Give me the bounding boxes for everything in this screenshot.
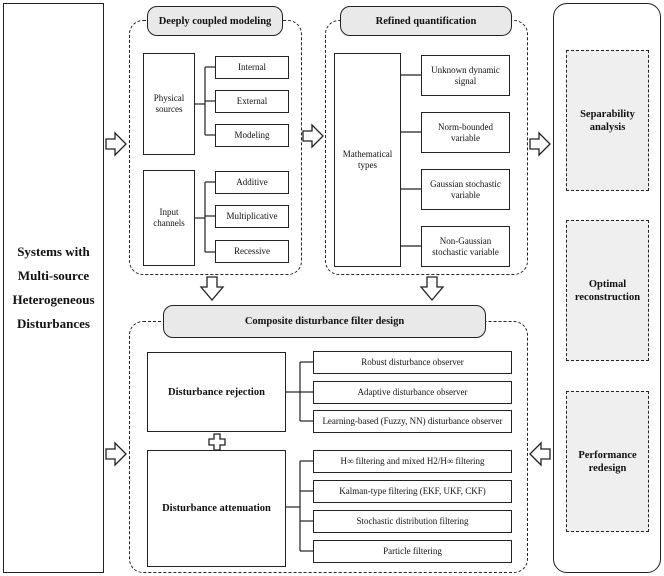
learning-observer-box: Learning-based (Fuzzy, NN) disturbance o…	[313, 410, 512, 433]
arrow-right-icon	[302, 123, 324, 149]
arrow-down-icon	[419, 276, 445, 302]
separability-analysis-box: Separability analysis	[566, 50, 649, 191]
type-non-gaussian-box: Non-Gaussian stochastic variable	[421, 226, 510, 267]
robust-observer-box: Robust disturbance observer	[313, 351, 512, 374]
physical-sources-box: Physical sources	[143, 53, 195, 155]
type-gaussian-box: Gaussian stochastic variable	[421, 169, 510, 210]
arrow-left-icon	[529, 441, 551, 467]
input-recessive-box: Recessive	[215, 240, 289, 263]
input-channels-box: Input channels	[143, 170, 195, 266]
type-unknown-dynamic-box: Unknown dynamic signal	[421, 55, 510, 96]
input-multiplicative-box: Multiplicative	[215, 205, 289, 228]
hinf-filtering-box: H∞ filtering and mixed H2/H∞ filtering	[313, 450, 512, 473]
composite-filter-title: Composite disturbance filter design	[163, 305, 486, 338]
type-norm-bounded-box: Norm-bounded variable	[421, 112, 510, 153]
mathematical-types-box: Mathematical types	[334, 53, 401, 267]
physical-external-box: External	[215, 90, 289, 113]
physical-modeling-box: Modeling	[215, 124, 289, 147]
disturbance-rejection-box: Disturbance rejection	[147, 352, 286, 432]
stochastic-filtering-box: Stochastic distribution filtering	[313, 510, 512, 533]
optimal-reconstruction-box: Optimal reconstruction	[566, 220, 649, 361]
systems-panel: Systems with Multi-source Heterogeneous …	[3, 3, 104, 573]
arrow-right-icon	[529, 131, 551, 157]
coupled-modeling-title: Deeply coupled modeling	[147, 6, 283, 36]
refined-quantification-title: Refined quantification	[340, 6, 512, 36]
arrow-right-icon	[105, 131, 127, 157]
adaptive-observer-box: Adaptive disturbance observer	[313, 381, 512, 404]
performance-redesign-box: Performance redesign	[566, 391, 649, 532]
input-additive-box: Additive	[215, 171, 289, 194]
disturbance-attenuation-box: Disturbance attenuation	[147, 450, 286, 567]
arrow-down-icon	[199, 276, 225, 302]
systems-label: Systems with Multi-source Heterogeneous …	[12, 244, 95, 331]
physical-internal-box: Internal	[215, 56, 289, 79]
kalman-filtering-box: Kalman-type filtering (EKF, UKF, CKF)	[313, 480, 512, 503]
particle-filtering-box: Particle filtering	[313, 540, 512, 563]
arrow-right-icon	[105, 441, 127, 467]
